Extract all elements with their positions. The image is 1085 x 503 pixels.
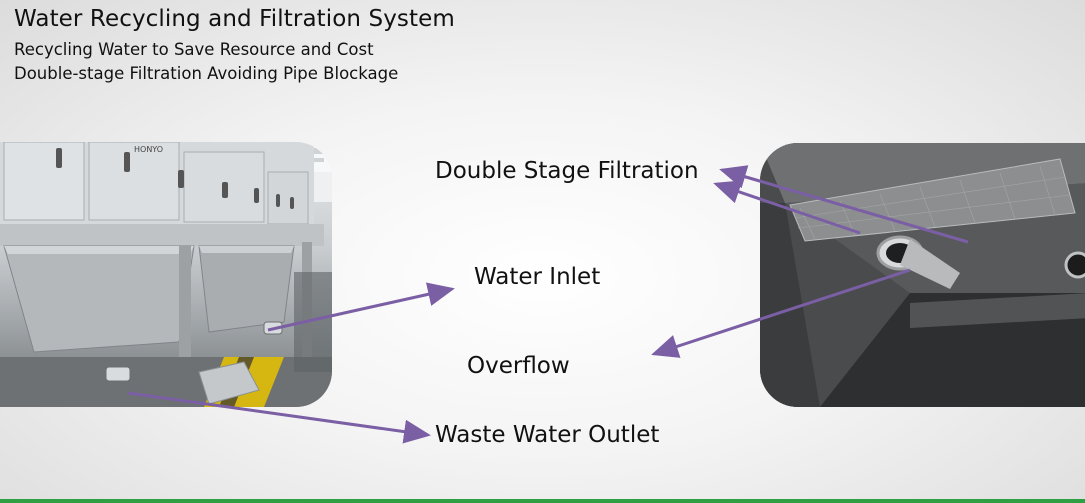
subtitle-recycling: Recycling Water to Save Resource and Cos… <box>14 40 374 59</box>
page-title: Water Recycling and Filtration System <box>14 6 455 32</box>
arrow-double-stage-2 <box>713 180 861 235</box>
arrow-double-stage-1 <box>719 165 969 244</box>
label-waste-water-outlet: Waste Water Outlet <box>435 422 660 448</box>
arrow-overflow <box>651 268 911 358</box>
arrow-waste-outlet <box>127 391 431 444</box>
tank-exterior-photo: HONYO <box>0 142 332 407</box>
label-overflow: Overflow <box>467 353 570 379</box>
bottom-accent-line <box>0 499 1085 503</box>
label-double-stage-filtration: Double Stage Filtration <box>435 158 699 184</box>
label-water-inlet: Water Inlet <box>474 264 601 290</box>
subtitle-filtration: Double-stage Filtration Avoiding Pipe Bl… <box>14 64 399 83</box>
brand-logo: HONYO <box>134 145 163 154</box>
arrow-water-inlet <box>267 282 455 332</box>
filter-tank-interior-photo <box>760 143 1085 407</box>
